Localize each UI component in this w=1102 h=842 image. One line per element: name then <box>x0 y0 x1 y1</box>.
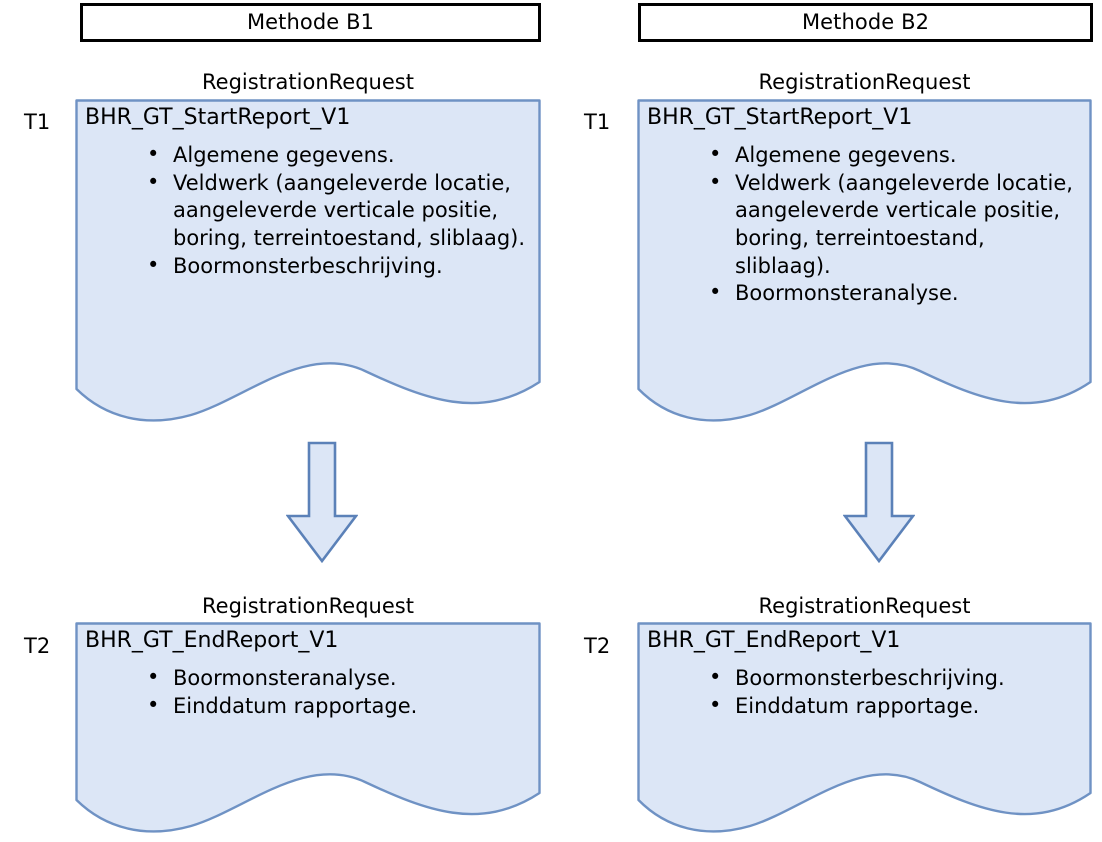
method-header-b2-label: Methode B2 <box>801 10 930 34</box>
caption-b1-t2: RegistrationRequest <box>202 594 414 618</box>
method-header-b1: Methode B1 <box>80 3 541 42</box>
caption-b2-t2: RegistrationRequest <box>758 594 971 618</box>
stage-label-b1-t2: T2 <box>24 634 51 658</box>
method-header-b2: Methode B2 <box>638 3 1093 42</box>
document-shape-b2-t2: BHR_GT_EndReport_V1 Boormonsterbeschrijv… <box>637 622 1092 840</box>
down-arrow-b1 <box>286 441 358 563</box>
stage-label-b2-t1: T1 <box>584 110 611 134</box>
method-header-b1-label: Methode B1 <box>246 10 375 34</box>
stage-label-b2-t2: T2 <box>584 634 611 658</box>
down-arrow-b2 <box>843 441 915 563</box>
document-shape-b1-t2: BHR_GT_EndReport_V1 Boormonsteranalyse. … <box>75 622 541 840</box>
stage-label-b1-t1: T1 <box>24 110 51 134</box>
caption-b2-t1: RegistrationRequest <box>758 70 971 94</box>
caption-b1-t1: RegistrationRequest <box>202 70 414 94</box>
document-shape-b2-t1: BHR_GT_StartReport_V1 Algemene gegevens.… <box>637 99 1092 429</box>
document-shape-b1-t1: BHR_GT_StartReport_V1 Algemene gegevens.… <box>75 99 541 429</box>
